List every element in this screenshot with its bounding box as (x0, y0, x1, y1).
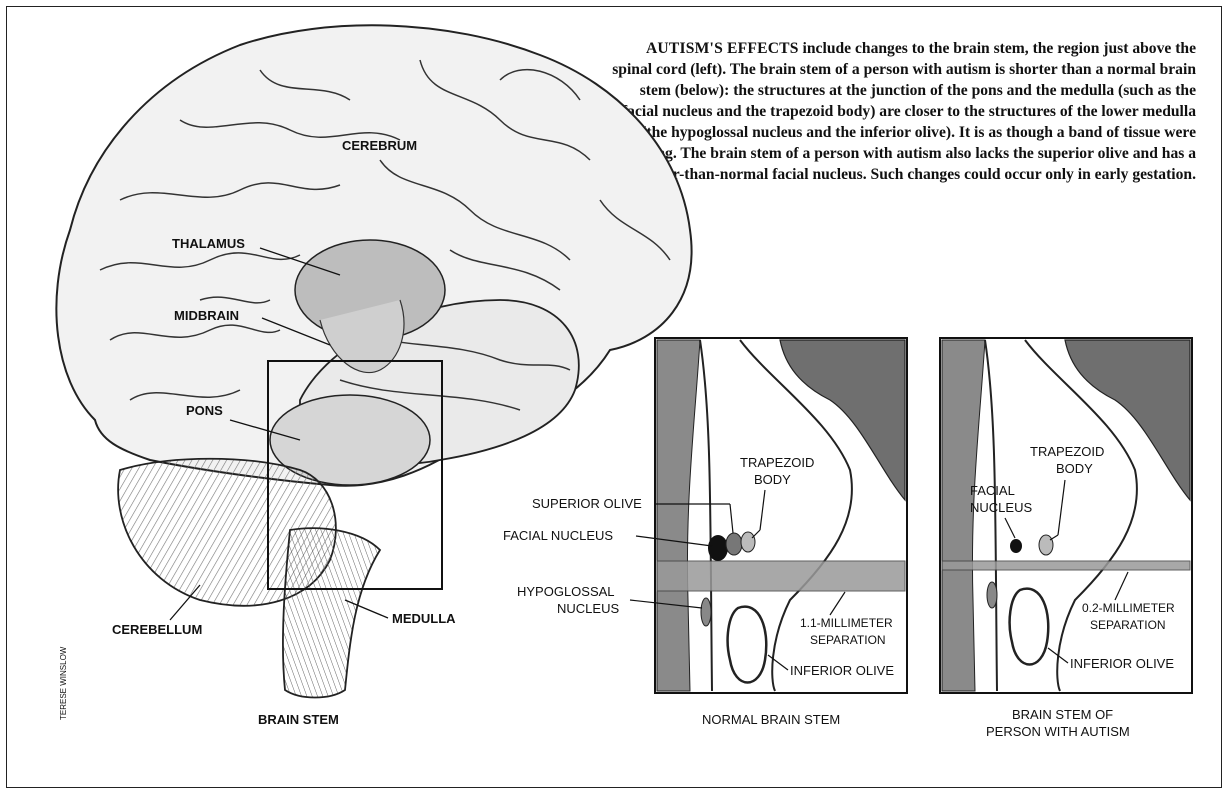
autism-hypoglossal-nucleus (987, 582, 997, 608)
illustrator-credit: TERESE WINSLOW (59, 646, 68, 720)
autism-facial-label-1: FACIAL (970, 483, 1015, 498)
normal-trapezoid-body (741, 532, 755, 552)
normal-hypoglossal-label-2: NUCLEUS (557, 601, 619, 616)
autism-facial-nucleus (1010, 539, 1022, 553)
autism-panel-title-2: PERSON WITH AUTISM (986, 724, 1130, 739)
autism-facial-label-2: NUCLEUS (970, 500, 1032, 515)
autism-separation-label-2: SEPARATION (1090, 618, 1166, 632)
autism-trapezoid-body (1039, 535, 1053, 555)
label-pons: PONS (186, 403, 223, 418)
normal-facial-nucleus-label: FACIAL NUCLEUS (503, 528, 613, 543)
autism-separation-band (942, 561, 1190, 570)
normal-superior-olive (726, 533, 742, 555)
autism-inferior-olive-label: INFERIOR OLIVE (1070, 656, 1174, 671)
normal-trapezoid-label-2: BODY (754, 472, 791, 487)
label-cerebrum: CEREBRUM (342, 138, 417, 153)
normal-facial-nucleus (708, 535, 728, 561)
autism-separation-label-1: 0.2-MILLIMETER (1082, 601, 1175, 615)
normal-superior-olive-label: SUPERIOR OLIVE (532, 496, 642, 511)
normal-hypoglossal-label-1: HYPOGLOSSAL (517, 584, 615, 599)
normal-inferior-olive (728, 607, 767, 683)
label-brain-stem: BRAIN STEM (258, 712, 339, 727)
label-cerebellum: CEREBELLUM (112, 622, 202, 637)
normal-hypoglossal-nucleus (701, 598, 711, 626)
normal-separation-label-2: SEPARATION (810, 633, 886, 647)
autism-inferior-olive (1010, 589, 1049, 665)
autism-trapezoid-label-1: TRAPEZOID (1030, 444, 1104, 459)
normal-separation-band (657, 561, 905, 591)
normal-panel-title: NORMAL BRAIN STEM (702, 712, 840, 727)
normal-inferior-olive-label: INFERIOR OLIVE (790, 663, 894, 678)
label-thalamus: THALAMUS (172, 236, 245, 251)
medulla-shape (283, 528, 380, 697)
autism-panel: TRAPEZOID BODY FACIAL NUCLEUS 0.2-MILLIM… (940, 338, 1192, 739)
autism-panel-title-1: BRAIN STEM OF (1012, 707, 1113, 722)
label-midbrain: MIDBRAIN (174, 308, 239, 323)
label-medulla: MEDULLA (392, 611, 456, 626)
normal-separation-label-1: 1.1-MILLIMETER (800, 616, 893, 630)
normal-trapezoid-label-1: TRAPEZOID (740, 455, 814, 470)
autism-trapezoid-label-2: BODY (1056, 461, 1093, 476)
